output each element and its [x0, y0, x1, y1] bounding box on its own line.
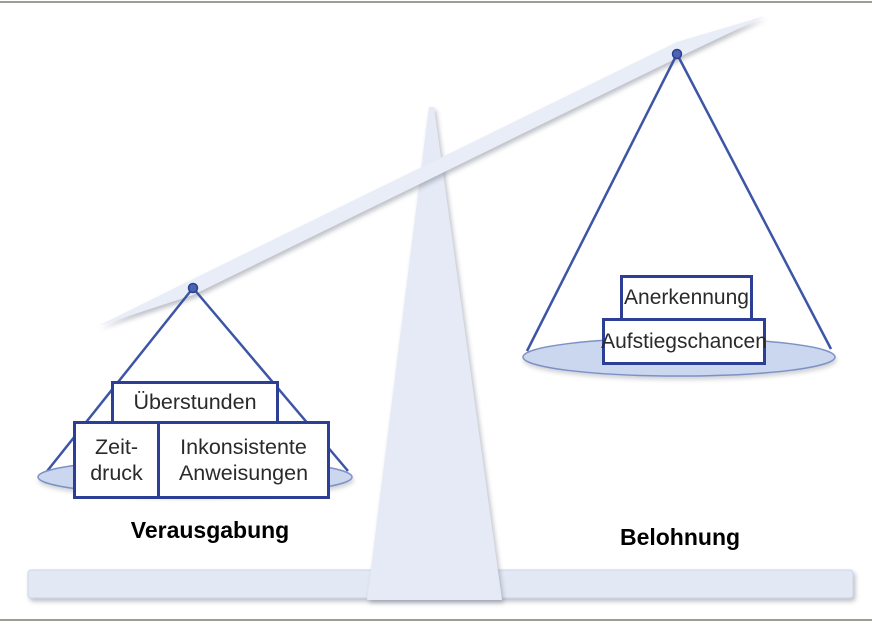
caption-verausgabung: Verausgabung [130, 517, 290, 543]
right-pan-left-string [525, 53, 679, 352]
box-zeitdruck-line2: druck [90, 461, 143, 485]
box-inkonsistente-line2: Anweisungen [178, 461, 309, 485]
box-inkonsistente-line1: Inkonsistente [180, 434, 307, 459]
pillar [367, 107, 502, 600]
box-aufstiegschancen: Aufstiegschancen [601, 318, 767, 365]
caption-belohnung: Belohnung [619, 524, 741, 550]
box-anerkennung-text: Anerkennung [624, 286, 749, 310]
box-aufstiegschancen-text: Aufstiegschancen [601, 329, 767, 353]
top-rule-line [0, 1, 872, 3]
bottom-rule-line [0, 619, 872, 621]
box-ueberstunden: Überstunden [111, 381, 279, 424]
right-pan-right-string [675, 53, 833, 350]
box-zeitdruck-line1: Zeit- [95, 434, 138, 459]
box-ueberstunden-text: Überstunden [133, 390, 257, 415]
box-zeitdruck: Zeit- druck [73, 421, 160, 499]
right-pivot-dot [671, 48, 683, 60]
box-inkonsistente-anweisungen: Inkonsistente Anweisungen [157, 421, 330, 499]
beam [98, 16, 765, 326]
left-pivot-dot [187, 282, 199, 294]
box-anerkennung: Anerkennung [620, 275, 753, 321]
